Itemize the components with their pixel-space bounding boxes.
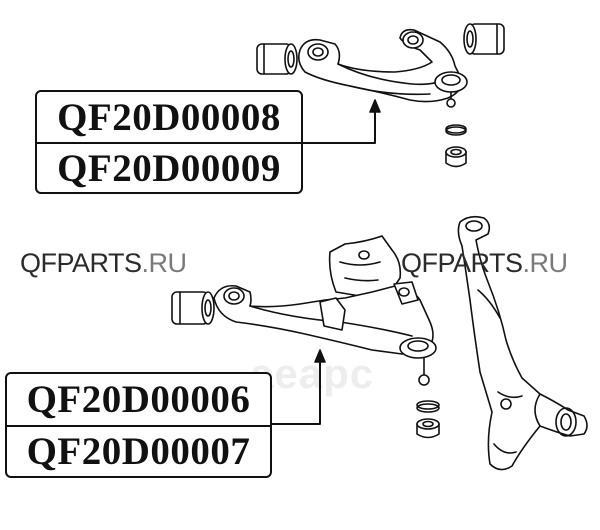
part-number-upper-2[interactable]: QF20D00009 [37,142,301,192]
upper-bushing-left [256,43,298,75]
watermark-domain: .RU [522,248,569,278]
lower-control-arm [171,235,440,439]
watermark-domain: .RU [141,248,188,278]
steering-knuckle [457,215,588,471]
upper-leader-arrow [302,99,381,144]
watermark-brand: QFPARTS [20,248,142,278]
watermark-left: QFPARTS.RU [20,248,187,279]
upper-bushing-right [463,23,505,55]
watermark-right: QFPARTS.RU [401,248,568,279]
lower-leader-arrow [271,349,326,425]
part-number-upper-1[interactable]: QF20D00008 [57,95,281,139]
lower-arm-part-numbers: QF20D00006 QF20D00007 [5,372,272,478]
watermark-brand: QFPARTS [401,248,523,278]
part-number-lower-2[interactable]: QF20D00007 [7,425,270,476]
upper-arm-part-numbers: QF20D00008 QF20D00009 [35,90,303,194]
upper-control-arm [256,23,505,168]
lower-bushing [171,291,215,325]
part-number-lower-1[interactable]: QF20D00006 [26,378,251,421]
